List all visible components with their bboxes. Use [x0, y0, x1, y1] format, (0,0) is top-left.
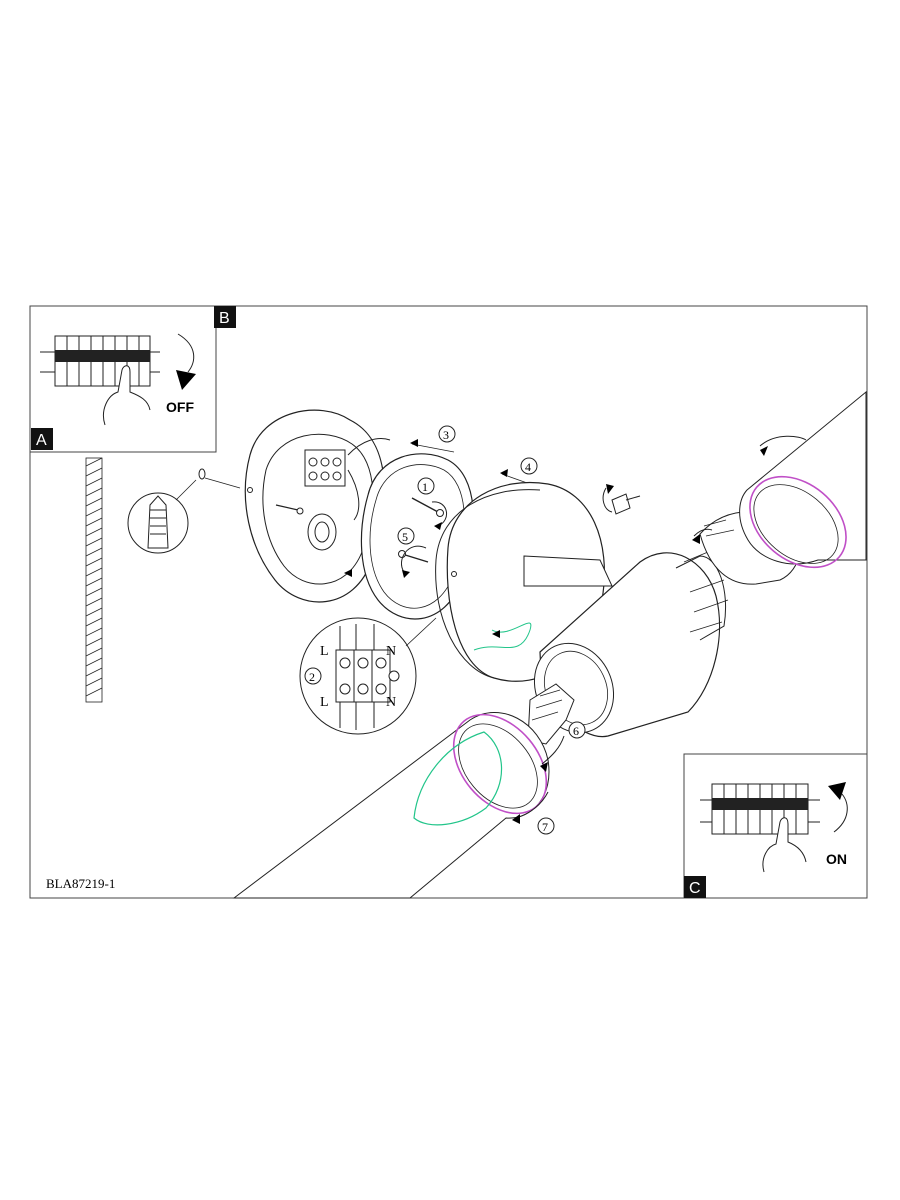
gasket-plate — [360, 453, 475, 620]
svg-text:1: 1 — [422, 480, 428, 494]
curved-arrow-down-icon — [177, 333, 195, 373]
top-screw-arrow-icon — [606, 484, 614, 494]
top-screw — [602, 487, 641, 515]
step-7-marker: 7 — [537, 817, 555, 835]
switch-on-label: ON — [826, 851, 847, 867]
hand-icon-c — [762, 817, 807, 873]
curved-arrow-up-icon — [833, 793, 848, 833]
plate-arrow-icon — [492, 630, 500, 638]
step3-arrow-icon — [410, 439, 418, 447]
earth-symbol-icon — [388, 670, 400, 682]
bulb-green-icon — [413, 731, 503, 826]
step1-screw-icon — [436, 509, 444, 517]
rotate-arrow-5-icon — [402, 570, 410, 578]
upper-lens-arrow-icon — [760, 446, 768, 456]
svg-text:5: 5 — [402, 530, 408, 544]
step-2-marker: 2 — [304, 667, 322, 685]
panel-b-breaker-off: OFF — [29, 305, 217, 453]
wiring-detail — [299, 617, 437, 735]
upper-bulb-arrow-icon — [692, 534, 700, 544]
hand-icon-b — [103, 365, 151, 426]
wall-hatch — [85, 457, 103, 703]
step-5-marker: 5 — [397, 527, 415, 545]
breaker-block-c — [711, 783, 809, 835]
step-3-marker: 3 — [438, 425, 456, 443]
breaker-block-b — [54, 335, 151, 387]
drill-hole-icon — [198, 468, 206, 480]
step4-arrow-icon — [500, 469, 508, 477]
svg-text:3: 3 — [443, 428, 449, 442]
wall-plug-detail — [127, 468, 241, 554]
rotate-arrow-1-icon — [434, 522, 442, 530]
step-4-marker: 4 — [520, 457, 538, 475]
arrow-down-triangle-icon — [176, 370, 196, 390]
wire-label-n-top: N — [386, 644, 396, 659]
document-code: BLA87219-1 — [46, 876, 115, 891]
svg-text:6: 6 — [573, 724, 579, 738]
step6-arrow-icon — [540, 762, 548, 772]
wire-green — [473, 622, 532, 651]
panel-b-letter: B — [219, 310, 230, 327]
panel-c-breaker-on: ON — [683, 753, 868, 899]
diagram-frame — [29, 305, 868, 899]
wire-label-l-top: L — [320, 644, 329, 659]
arrow-left-icon — [344, 569, 352, 577]
lower-lens — [232, 711, 550, 899]
upper-lens — [739, 390, 867, 569]
panel-a-letter: A — [36, 432, 47, 449]
wire-label-l-bottom: L — [320, 695, 329, 710]
mounting-base — [244, 409, 391, 603]
step7-arrow-icon — [512, 814, 520, 824]
base-screw-icon — [296, 507, 304, 515]
step-1-marker: 1 — [417, 477, 435, 495]
label-box-c — [684, 876, 706, 898]
arrow-up-triangle-icon — [828, 782, 846, 800]
label-box-b — [214, 306, 236, 328]
switch-off-label: OFF — [166, 399, 194, 415]
step-6-marker: 6 — [568, 721, 586, 739]
label-box-a — [31, 428, 53, 450]
wire-label-n-bottom: N — [386, 695, 396, 710]
svg-text:2: 2 — [309, 670, 315, 684]
panel-c-letter: C — [689, 880, 701, 897]
svg-text:4: 4 — [525, 460, 531, 474]
svg-text:7: 7 — [542, 820, 548, 834]
